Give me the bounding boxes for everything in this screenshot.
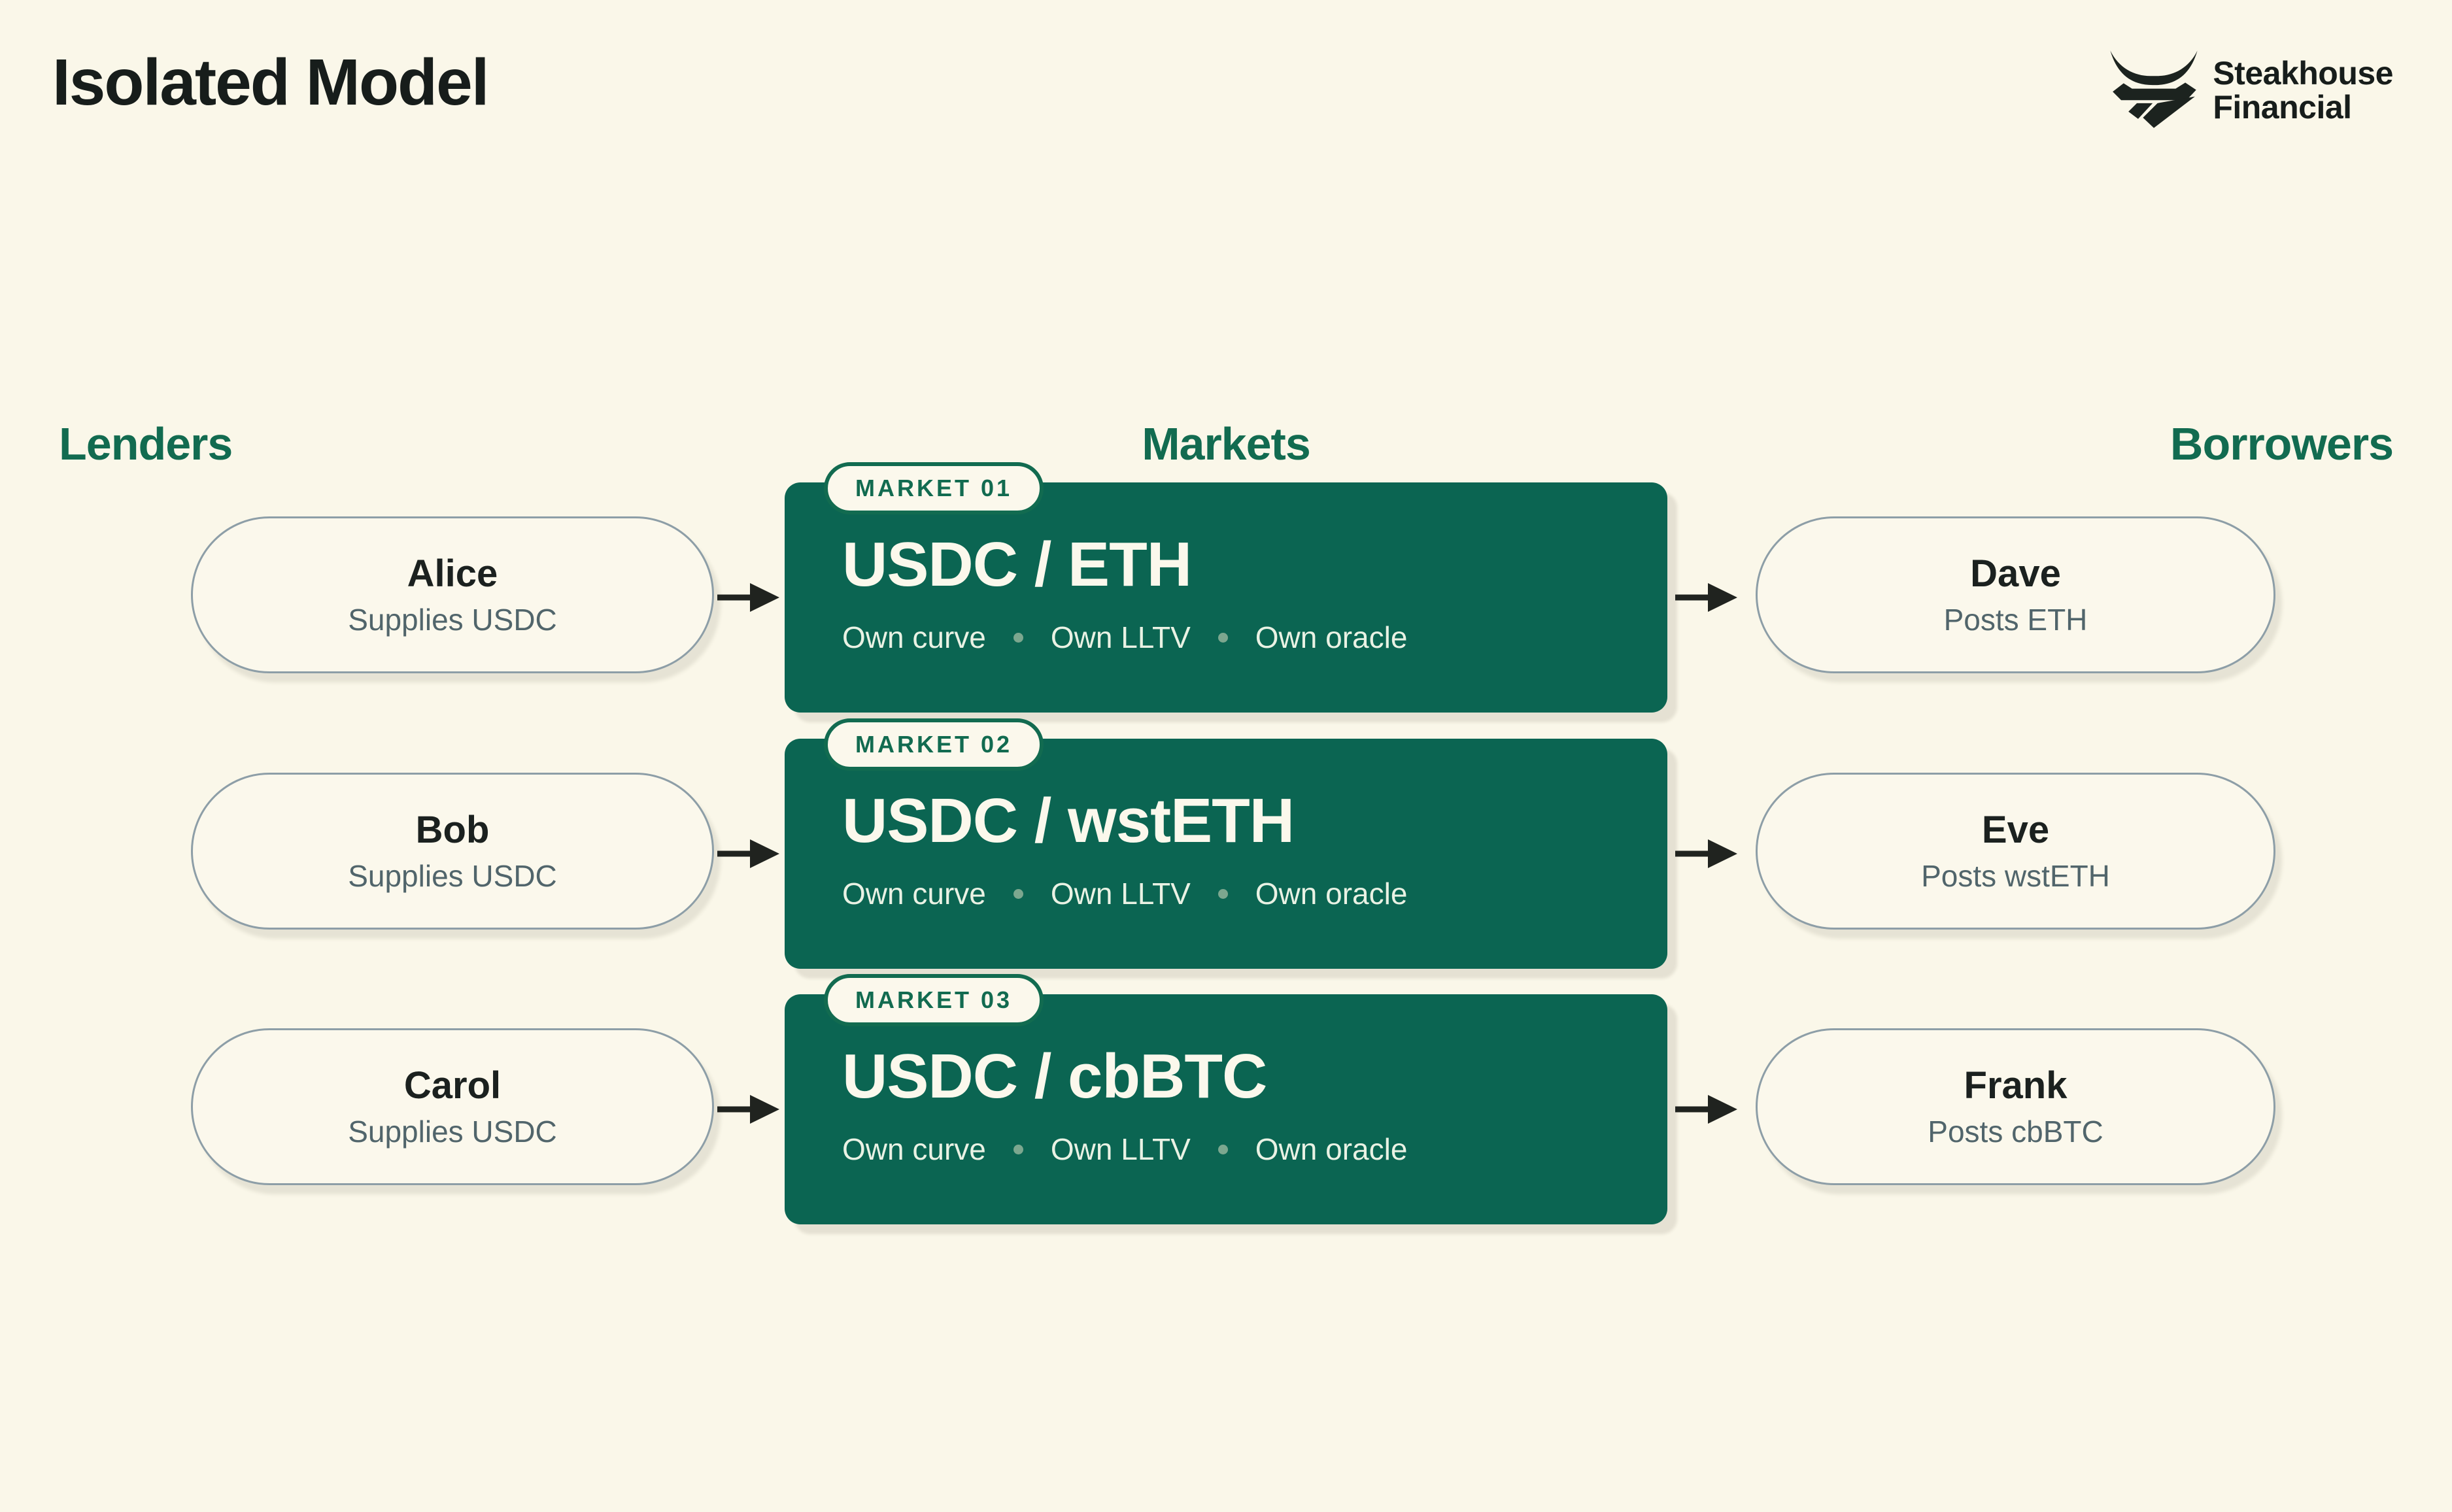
borrower-card-eve: Eve Posts wstETH	[1756, 773, 2275, 930]
dot-separator-icon	[1217, 1144, 1228, 1154]
borrower-name: Dave	[1970, 552, 2061, 595]
feature-item: Own oracle	[1255, 620, 1408, 654]
lender-card-bob: Bob Supplies USDC	[191, 773, 714, 930]
market-row-2: Bob Supplies USDC MARKET 02 USDC / wstET…	[0, 718, 2452, 969]
market-badge: MARKET 03	[824, 974, 1044, 1026]
page-title: Isolated Model	[52, 46, 490, 119]
market-card-3: MARKET 03 USDC / cbBTC Own curve Own LLT…	[785, 974, 1667, 1224]
market-badge: MARKET 02	[824, 718, 1044, 771]
lender-name: Carol	[403, 1064, 502, 1107]
borrower-name: Frank	[1964, 1064, 2068, 1107]
market-features: Own curve Own LLTV Own oracle	[842, 879, 1407, 909]
borrower-card-dave: Dave Posts ETH	[1756, 516, 2275, 673]
market-row-1: Alice Supplies USDC MARKET 01 USDC / ETH…	[0, 462, 2452, 713]
lender-card-alice: Alice Supplies USDC	[191, 516, 714, 673]
market-badge: MARKET 01	[824, 462, 1044, 514]
market-pair: USDC / cbBTC	[842, 1041, 1267, 1111]
arrow-right-icon	[1675, 1095, 1737, 1124]
arrow-right-icon	[717, 583, 779, 612]
logo-line2: Financial	[2213, 88, 2352, 126]
borrower-detail: Posts ETH	[1943, 603, 2088, 637]
borrower-card-frank: Frank Posts cbBTC	[1756, 1028, 2275, 1185]
lender-name: Alice	[407, 552, 498, 595]
dot-separator-icon	[1217, 888, 1228, 899]
feature-item: Own LLTV	[1050, 620, 1191, 654]
market-badge-label: MARKET 01	[855, 475, 1013, 501]
market-card-2: MARKET 02 USDC / wstETH Own curve Own LL…	[785, 718, 1667, 969]
market-pair: USDC / ETH	[842, 529, 1192, 599]
bull-icon	[2110, 50, 2198, 128]
lender-detail: Supplies USDC	[348, 859, 557, 893]
borrower-detail: Posts cbBTC	[1928, 1115, 2103, 1149]
borrower-name: Eve	[1981, 809, 2050, 851]
arrow-right-icon	[717, 839, 779, 868]
dot-separator-icon	[1217, 632, 1228, 643]
lender-detail: Supplies USDC	[348, 1115, 557, 1149]
dot-separator-icon	[1013, 1144, 1023, 1154]
column-header-borrowers: Borrowers	[2170, 418, 2394, 469]
feature-item: Own curve	[842, 620, 986, 654]
feature-item: Own curve	[842, 877, 986, 911]
column-header-markets: Markets	[1142, 418, 1311, 469]
market-card-1: MARKET 01 USDC / ETH Own curve Own LLTV …	[785, 462, 1667, 713]
lender-detail: Supplies USDC	[348, 603, 557, 637]
borrower-detail: Posts wstETH	[1921, 859, 2110, 893]
market-badge-label: MARKET 03	[855, 986, 1013, 1013]
market-features: Own curve Own LLTV Own oracle	[842, 1134, 1407, 1164]
dot-separator-icon	[1013, 632, 1023, 643]
feature-item: Own oracle	[1255, 877, 1408, 911]
logo-text: Steakhouse Financial	[2213, 56, 2393, 124]
arrow-right-icon	[1675, 583, 1737, 612]
steakhouse-logo: Steakhouse Financial	[2105, 44, 2393, 135]
feature-item: Own LLTV	[1050, 1132, 1191, 1166]
lender-name: Bob	[415, 809, 490, 851]
market-features: Own curve Own LLTV Own oracle	[842, 622, 1407, 652]
column-header-lenders: Lenders	[59, 418, 233, 469]
arrow-right-icon	[717, 1095, 779, 1124]
market-badge-label: MARKET 02	[855, 731, 1013, 758]
feature-item: Own curve	[842, 1132, 986, 1166]
dot-separator-icon	[1013, 888, 1023, 899]
lender-card-carol: Carol Supplies USDC	[191, 1028, 714, 1185]
arrow-right-icon	[1675, 839, 1737, 868]
market-row-3: Carol Supplies USDC MARKET 03 USDC / cbB…	[0, 974, 2452, 1224]
market-pair: USDC / wstETH	[842, 786, 1295, 856]
feature-item: Own oracle	[1255, 1132, 1408, 1166]
logo-line1: Steakhouse	[2213, 54, 2393, 92]
feature-item: Own LLTV	[1050, 877, 1191, 911]
